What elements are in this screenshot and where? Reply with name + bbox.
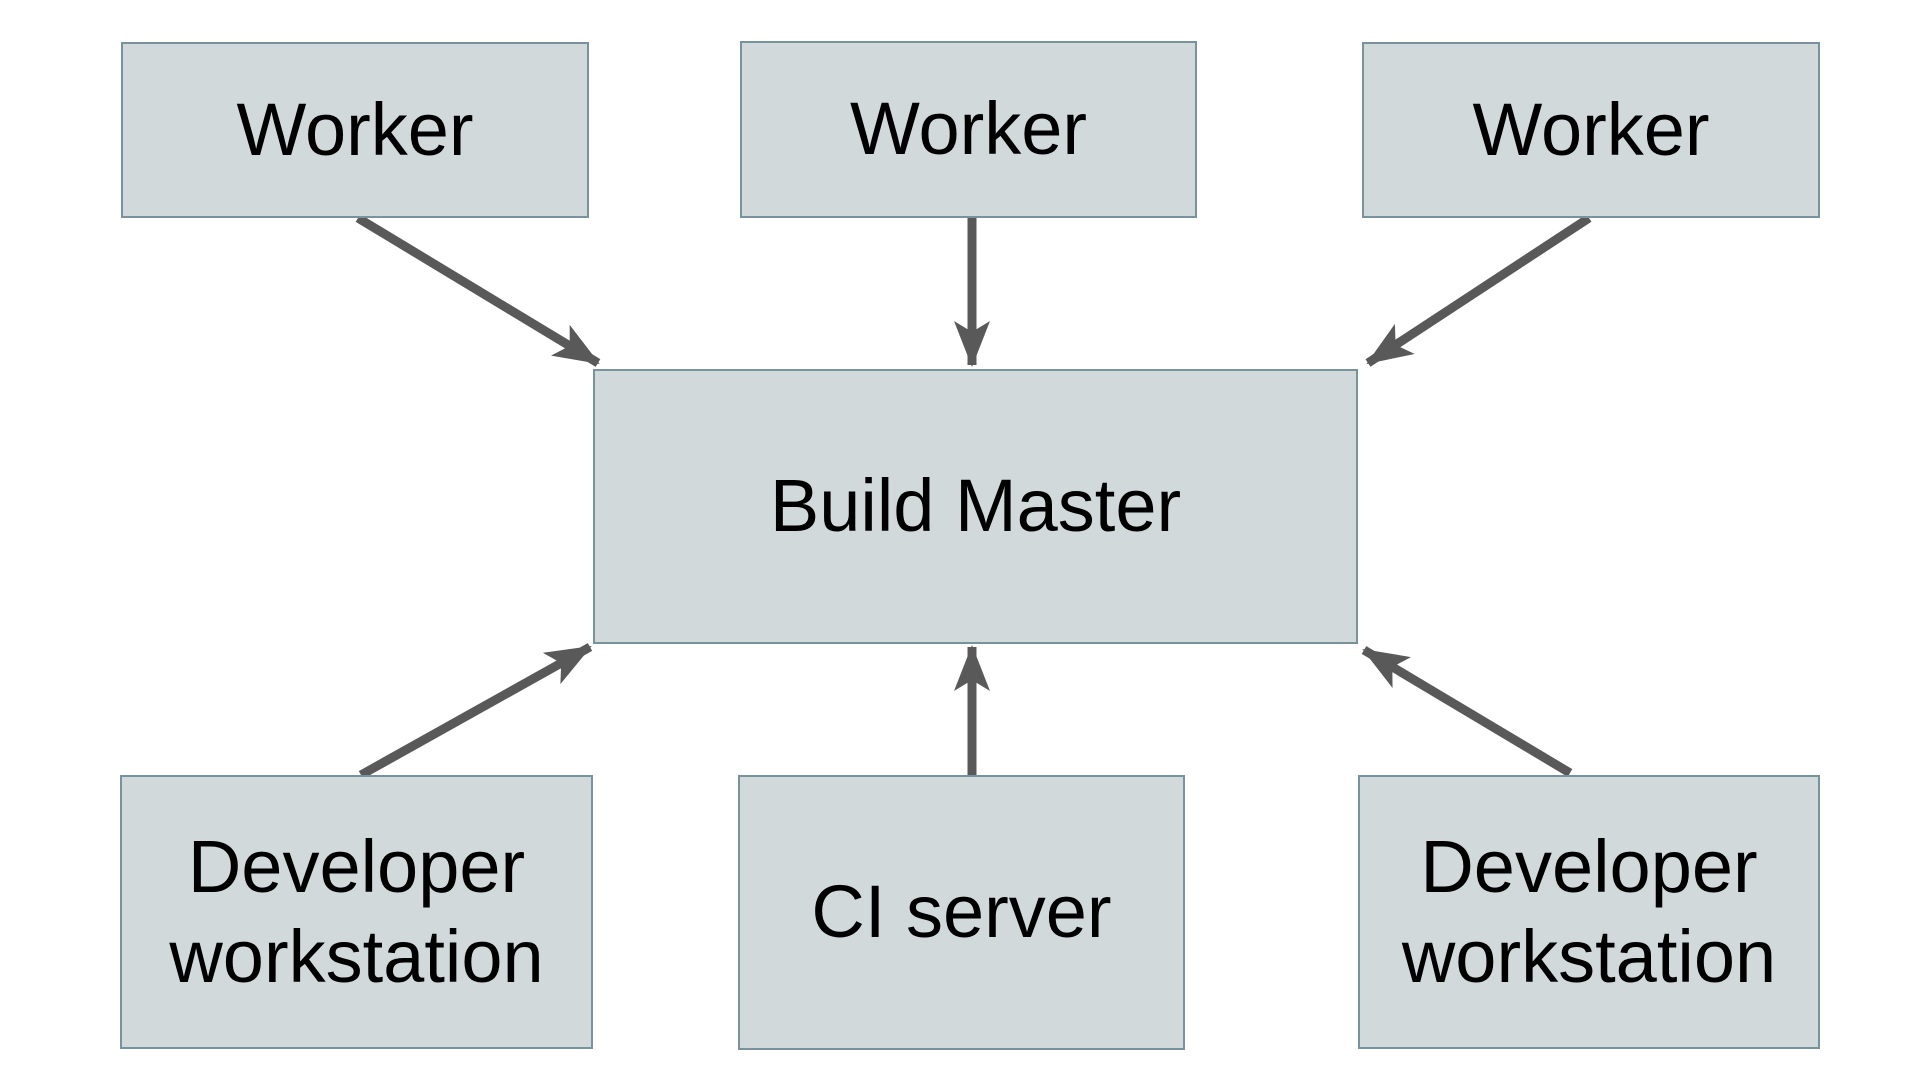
node-worker-1-label: Worker <box>236 87 474 171</box>
node-worker-2: Worker <box>740 41 1197 218</box>
node-dev-workstation-left: Developer workstation <box>120 775 593 1049</box>
node-worker-2-label: Worker <box>849 87 1088 171</box>
node-worker-3-label: Worker <box>1472 87 1710 171</box>
arrow-worker-1-to-build-master <box>355 214 601 367</box>
arrow-dev-workstation-right-to-build-master <box>1361 646 1573 777</box>
node-build-master: Build Master <box>593 369 1358 644</box>
arrow-worker-3-to-build-master <box>1365 214 1592 367</box>
node-ci-server: CI server <box>738 775 1185 1050</box>
node-dev-workstation-left-label: Developer workstation <box>169 824 544 998</box>
node-ci-server-label: CI server <box>811 870 1112 954</box>
node-dev-workstation-right-label: Developer workstation <box>1401 824 1777 998</box>
node-dev-workstation-right: Developer workstation <box>1358 775 1820 1049</box>
node-worker-3: Worker <box>1362 42 1820 218</box>
arrow-dev-workstation-left-to-build-master <box>358 643 593 779</box>
node-worker-1: Worker <box>121 42 589 218</box>
node-build-master-label: Build Master <box>769 464 1182 548</box>
